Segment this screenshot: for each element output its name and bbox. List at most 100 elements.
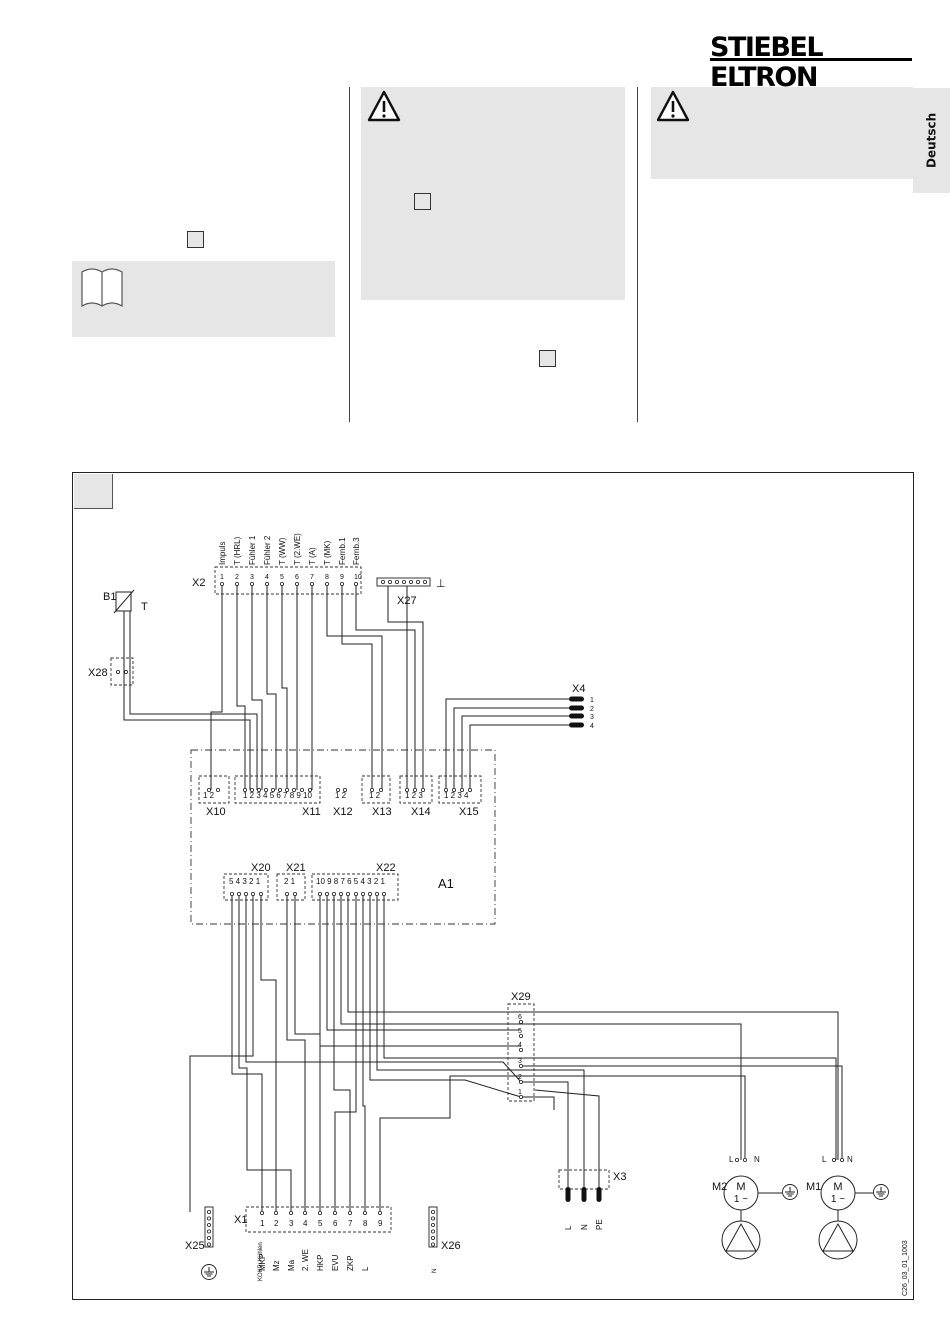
x1-terminal-label: Ma — [287, 1259, 296, 1271]
wire — [379, 1075, 746, 1213]
x1-pin-number: 4 — [303, 1219, 308, 1228]
x2-terminal — [219, 582, 224, 587]
x1-terminal-label: ZKP — [346, 1255, 355, 1271]
board-terminal — [242, 788, 247, 793]
x29-pin-number: 3 — [518, 1058, 522, 1065]
x1-terminal — [317, 1211, 322, 1216]
x2-terminal-label: Impuls — [218, 541, 227, 565]
x2-pin-number: 4 — [265, 574, 269, 581]
x22-terminal — [374, 892, 379, 897]
x27-terminal — [415, 580, 420, 585]
x26-strip-terminal — [430, 1210, 435, 1215]
plug-x1 — [245, 1206, 392, 1233]
plug-x22 — [311, 873, 399, 901]
x1-terminal — [347, 1211, 352, 1216]
x1-terminal-label: 2. WE — [301, 1249, 310, 1271]
x2-terminal — [324, 582, 329, 587]
x2-terminal-label: T (MK) — [323, 540, 332, 565]
x29-pin-number: 4 — [518, 1042, 522, 1049]
wire-b1 — [123, 611, 251, 790]
plug-label-x29: X29 — [511, 991, 531, 1003]
x22-terminal — [324, 892, 329, 897]
x2-terminal — [234, 582, 239, 587]
x21-terminal — [292, 892, 297, 897]
wire — [334, 894, 357, 1213]
x2-terminal-label: Fernb.3 — [352, 537, 361, 565]
pin-row-x20: 5 4 3 2 1 — [229, 877, 261, 886]
motor-terminal — [735, 1158, 740, 1163]
language-tab[interactable] — [913, 88, 950, 193]
x2-terminal-label: T (HRL) — [233, 536, 242, 565]
x1-terminal — [377, 1211, 382, 1216]
board-terminal — [249, 788, 254, 793]
x27-terminal — [387, 580, 392, 585]
x25-strip-terminal — [206, 1229, 211, 1234]
wire-x2-1 — [210, 584, 223, 790]
x2-terminal-label: T (A) — [308, 547, 317, 565]
wire — [266, 584, 277, 790]
motor-terminal-label: N — [754, 1155, 760, 1164]
manual-book-icon — [81, 268, 123, 308]
pin-row-x11: 1 2 3 4 5 6 7 8 9 10 — [243, 791, 312, 800]
x2-pin-number: 6 — [295, 574, 299, 581]
pin-row-x12: 1 2 — [335, 791, 347, 800]
wire-x22 — [319, 894, 521, 1047]
x1-terminal — [362, 1211, 367, 1216]
wire — [326, 894, 521, 1031]
x2-terminal — [309, 582, 314, 587]
x1-pin-number: 2 — [274, 1219, 279, 1228]
plug-x13 — [361, 775, 391, 804]
figure-number-box — [74, 474, 113, 509]
plug-label-x13: X13 — [372, 806, 392, 818]
plug-label-x2: X2 — [192, 577, 205, 589]
motor-terminal — [743, 1158, 748, 1163]
ground-symbol: ⊥ — [436, 578, 446, 590]
figure-ref-box — [414, 193, 431, 210]
plug-x20 — [223, 873, 269, 901]
x2-terminal — [249, 582, 254, 587]
plug-label-x10: X10 — [206, 806, 226, 818]
x29-pin-number: 1 — [518, 1089, 522, 1096]
motor-terminal — [840, 1158, 845, 1163]
x1-terminal — [332, 1211, 337, 1216]
x20-terminal — [250, 892, 255, 897]
component-label-m2: M2 — [712, 1181, 727, 1193]
board-terminal — [459, 788, 464, 793]
wire — [453, 707, 569, 790]
x22-terminal — [317, 892, 322, 897]
wire — [521, 1081, 569, 1187]
x2-terminal — [294, 582, 299, 587]
sensor-type-label: T — [141, 601, 148, 613]
x1-terminal-label: HKP — [316, 1255, 325, 1271]
x2-terminal-label: T (WW) — [278, 537, 287, 565]
x3-terminal — [581, 1187, 587, 1202]
pin-row-x13: 1 2 — [369, 791, 381, 800]
x4-pin-number: 2 — [590, 706, 594, 713]
plug-x15 — [438, 775, 482, 804]
wire — [355, 584, 416, 790]
plug-x11 — [234, 775, 321, 804]
motor-m1-pump-triangle — [822, 1222, 854, 1252]
motor-terminal-label: L — [822, 1155, 827, 1164]
x20-terminal — [229, 892, 234, 897]
board-terminal — [369, 788, 374, 793]
plug-label-x26: X26 — [441, 1240, 461, 1252]
wire — [376, 894, 585, 1187]
x2-pin-number: 1 — [220, 574, 224, 581]
wiring-diagram-frame — [72, 472, 914, 1300]
warning-box — [361, 87, 625, 300]
wire — [251, 584, 263, 790]
motor-m1-symbol: M — [833, 1181, 842, 1193]
wire — [461, 715, 569, 790]
x2-pin-number: 10 — [354, 574, 362, 581]
x22-terminal — [381, 892, 386, 897]
x22-terminal — [360, 892, 365, 897]
x29-terminal — [519, 1034, 524, 1039]
x26-terminal-label: N — [432, 1269, 438, 1273]
x3-terminal — [565, 1187, 571, 1202]
pin-row-x10: 1 2 — [203, 791, 215, 800]
wire — [238, 894, 292, 1213]
x20-terminal — [236, 892, 241, 897]
wire — [333, 894, 351, 1213]
